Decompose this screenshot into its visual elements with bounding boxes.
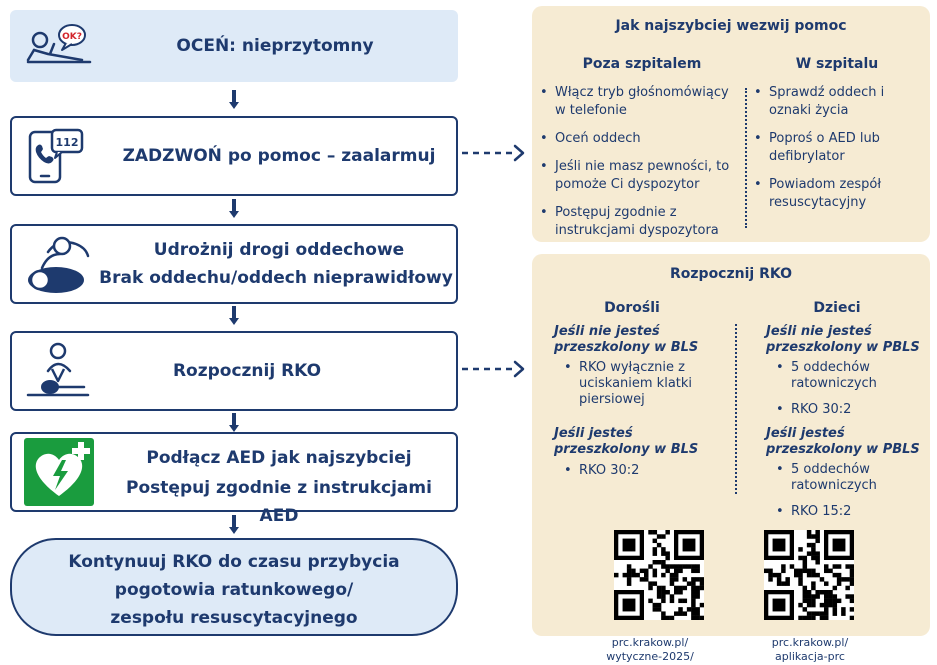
step-continue-line2: pogotowia ratunkowego/ xyxy=(114,580,354,600)
children-untrained-label: Jeśli nie jesteś przeszkolony w PBLS xyxy=(766,324,920,355)
link-app-line2: aplikacja-prc xyxy=(775,650,845,663)
children-trained-label: Jeśli jesteś przeszkolony w PBLS xyxy=(766,426,920,457)
list-item: RKO 30:2 xyxy=(776,402,922,418)
list-item: Poproś o AED lub defibrylator xyxy=(754,130,924,166)
list-item: RKO wyłącznie z uciskaniem klatki piersi… xyxy=(564,360,724,408)
aed-heart-icon xyxy=(24,438,94,506)
step-airway-line2: Brak oddechu/oddech nieprawidłowy xyxy=(99,268,453,288)
children-untrained-list: 5 oddechów ratowniczych RKO 30:2 xyxy=(776,360,922,428)
step-airway-line1: Udrożnij drogi oddechowe xyxy=(153,240,405,260)
outside-list: Włącz tryb głośnomówiący w telefonie Oce… xyxy=(540,84,738,250)
inside-list: Sprawdź oddech i oznaki życia Poproś o A… xyxy=(754,84,924,222)
step-aed-line2: Postępuj zgodnie z instrukcjami AED xyxy=(126,478,432,526)
qr-code-icon xyxy=(764,530,855,621)
adults-heading: Dorośli xyxy=(604,300,660,316)
flow-arrow-2 xyxy=(229,199,239,218)
list-item: RKO 30:2 xyxy=(564,462,724,480)
flow-arrow-4 xyxy=(229,413,239,432)
list-item: Włącz tryb głośnomówiący w telefonie xyxy=(540,84,738,120)
step-call-text: ZADZWOŃ po pomoc – zaalarmuj xyxy=(122,146,436,166)
children-trained-list: 5 oddechów ratowniczych RKO 15:2 xyxy=(776,462,922,530)
svg-text:112: 112 xyxy=(56,136,79,149)
step-continue-line3: zespołu resuscytacyjnego xyxy=(110,608,358,628)
qr-code-icon xyxy=(614,530,705,621)
list-item: RKO 15:2 xyxy=(776,504,922,520)
step-continue-line1: Kontynuuj RKO do czasu przybycia xyxy=(68,552,400,572)
cpr-panel: Rozpocznij RKO Dorośli Dzieci Jeśli nie … xyxy=(532,254,930,636)
list-item: Postępuj zgodnie z instrukcjami dyspozyt… xyxy=(540,204,738,240)
step-continue: Kontynuuj RKO do czasu przybycia pogotow… xyxy=(10,538,458,636)
link-guidelines[interactable]: prc.krakow.pl/ wytyczne-2025/ xyxy=(590,636,710,664)
adults-trained-list: RKO 30:2 xyxy=(564,462,724,490)
qr-code-app[interactable] xyxy=(764,530,855,621)
flow-arrow-1 xyxy=(229,90,239,109)
list-item: 5 oddechów ratowniczych xyxy=(776,462,922,494)
connector-cpr-to-panel xyxy=(462,360,525,378)
adults-untrained-label: Jeśli nie jesteś przeszkolony w BLS xyxy=(554,324,699,355)
link-guidelines-line2: wytyczne-2025/ xyxy=(606,650,694,663)
step-airway: Udrożnij drogi oddechowe Brak oddechu/od… xyxy=(10,224,458,304)
step-call: 112 ZADZWOŃ po pomoc – zaalarmuj xyxy=(10,116,458,196)
chest-compression-icon xyxy=(26,342,90,397)
connector-call-to-help xyxy=(462,144,525,162)
step-assess: OK? OCEŃ: nieprzytomny xyxy=(10,10,458,82)
flow-arrow-5 xyxy=(229,515,239,534)
help-panel-title: Jak najszybciej wezwij pomoc xyxy=(615,18,847,34)
list-item: Jeśli nie masz pewności, to pomoże Ci dy… xyxy=(540,158,738,194)
inside-heading: W szpitalu xyxy=(795,56,879,72)
qr-code-guidelines[interactable] xyxy=(614,530,705,621)
list-item: 5 oddechów ratowniczych xyxy=(776,360,922,392)
link-app[interactable]: prc.krakow.pl/ aplikacja-prc xyxy=(750,636,870,664)
column-divider xyxy=(745,88,747,228)
cpr-panel-title: Rozpocznij RKO xyxy=(670,266,792,282)
link-app-line1: prc.krakow.pl/ xyxy=(771,636,849,649)
step-cpr-text: Rozpocznij RKO xyxy=(172,361,322,381)
help-panel: Jak najszybciej wezwij pomoc Poza szpita… xyxy=(532,6,930,242)
children-heading: Dzieci xyxy=(813,300,861,316)
flow-arrow-3 xyxy=(229,306,239,325)
step-cpr: Rozpocznij RKO xyxy=(10,331,458,411)
step-aed-line1: Podłącz AED jak najszybciej xyxy=(146,448,412,468)
adults-untrained-list: RKO wyłącznie z uciskaniem klatki piersi… xyxy=(564,360,724,418)
step-assess-text: OCEŃ: nieprzytomny xyxy=(176,36,374,56)
link-guidelines-line1: prc.krakow.pl/ xyxy=(611,636,689,649)
column-divider xyxy=(735,324,737,494)
list-item: Oceń oddech xyxy=(540,130,738,148)
svg-text:OK?: OK? xyxy=(62,32,82,42)
person-lying-ok-bubble-icon: OK? xyxy=(26,24,92,64)
list-item: Sprawdź oddech i oznaki życia xyxy=(754,84,924,120)
outside-heading: Poza szpitalem xyxy=(582,56,702,72)
adults-trained-label: Jeśli jesteś przeszkolony w BLS xyxy=(554,426,699,457)
phone-112-icon: 112 xyxy=(28,128,84,184)
step-aed: Podłącz AED jak najszybciej Postępuj zgo… xyxy=(10,432,458,526)
head-tilt-airway-icon xyxy=(28,236,90,293)
list-item: Powiadom zespół resuscytacyjny xyxy=(754,176,924,212)
